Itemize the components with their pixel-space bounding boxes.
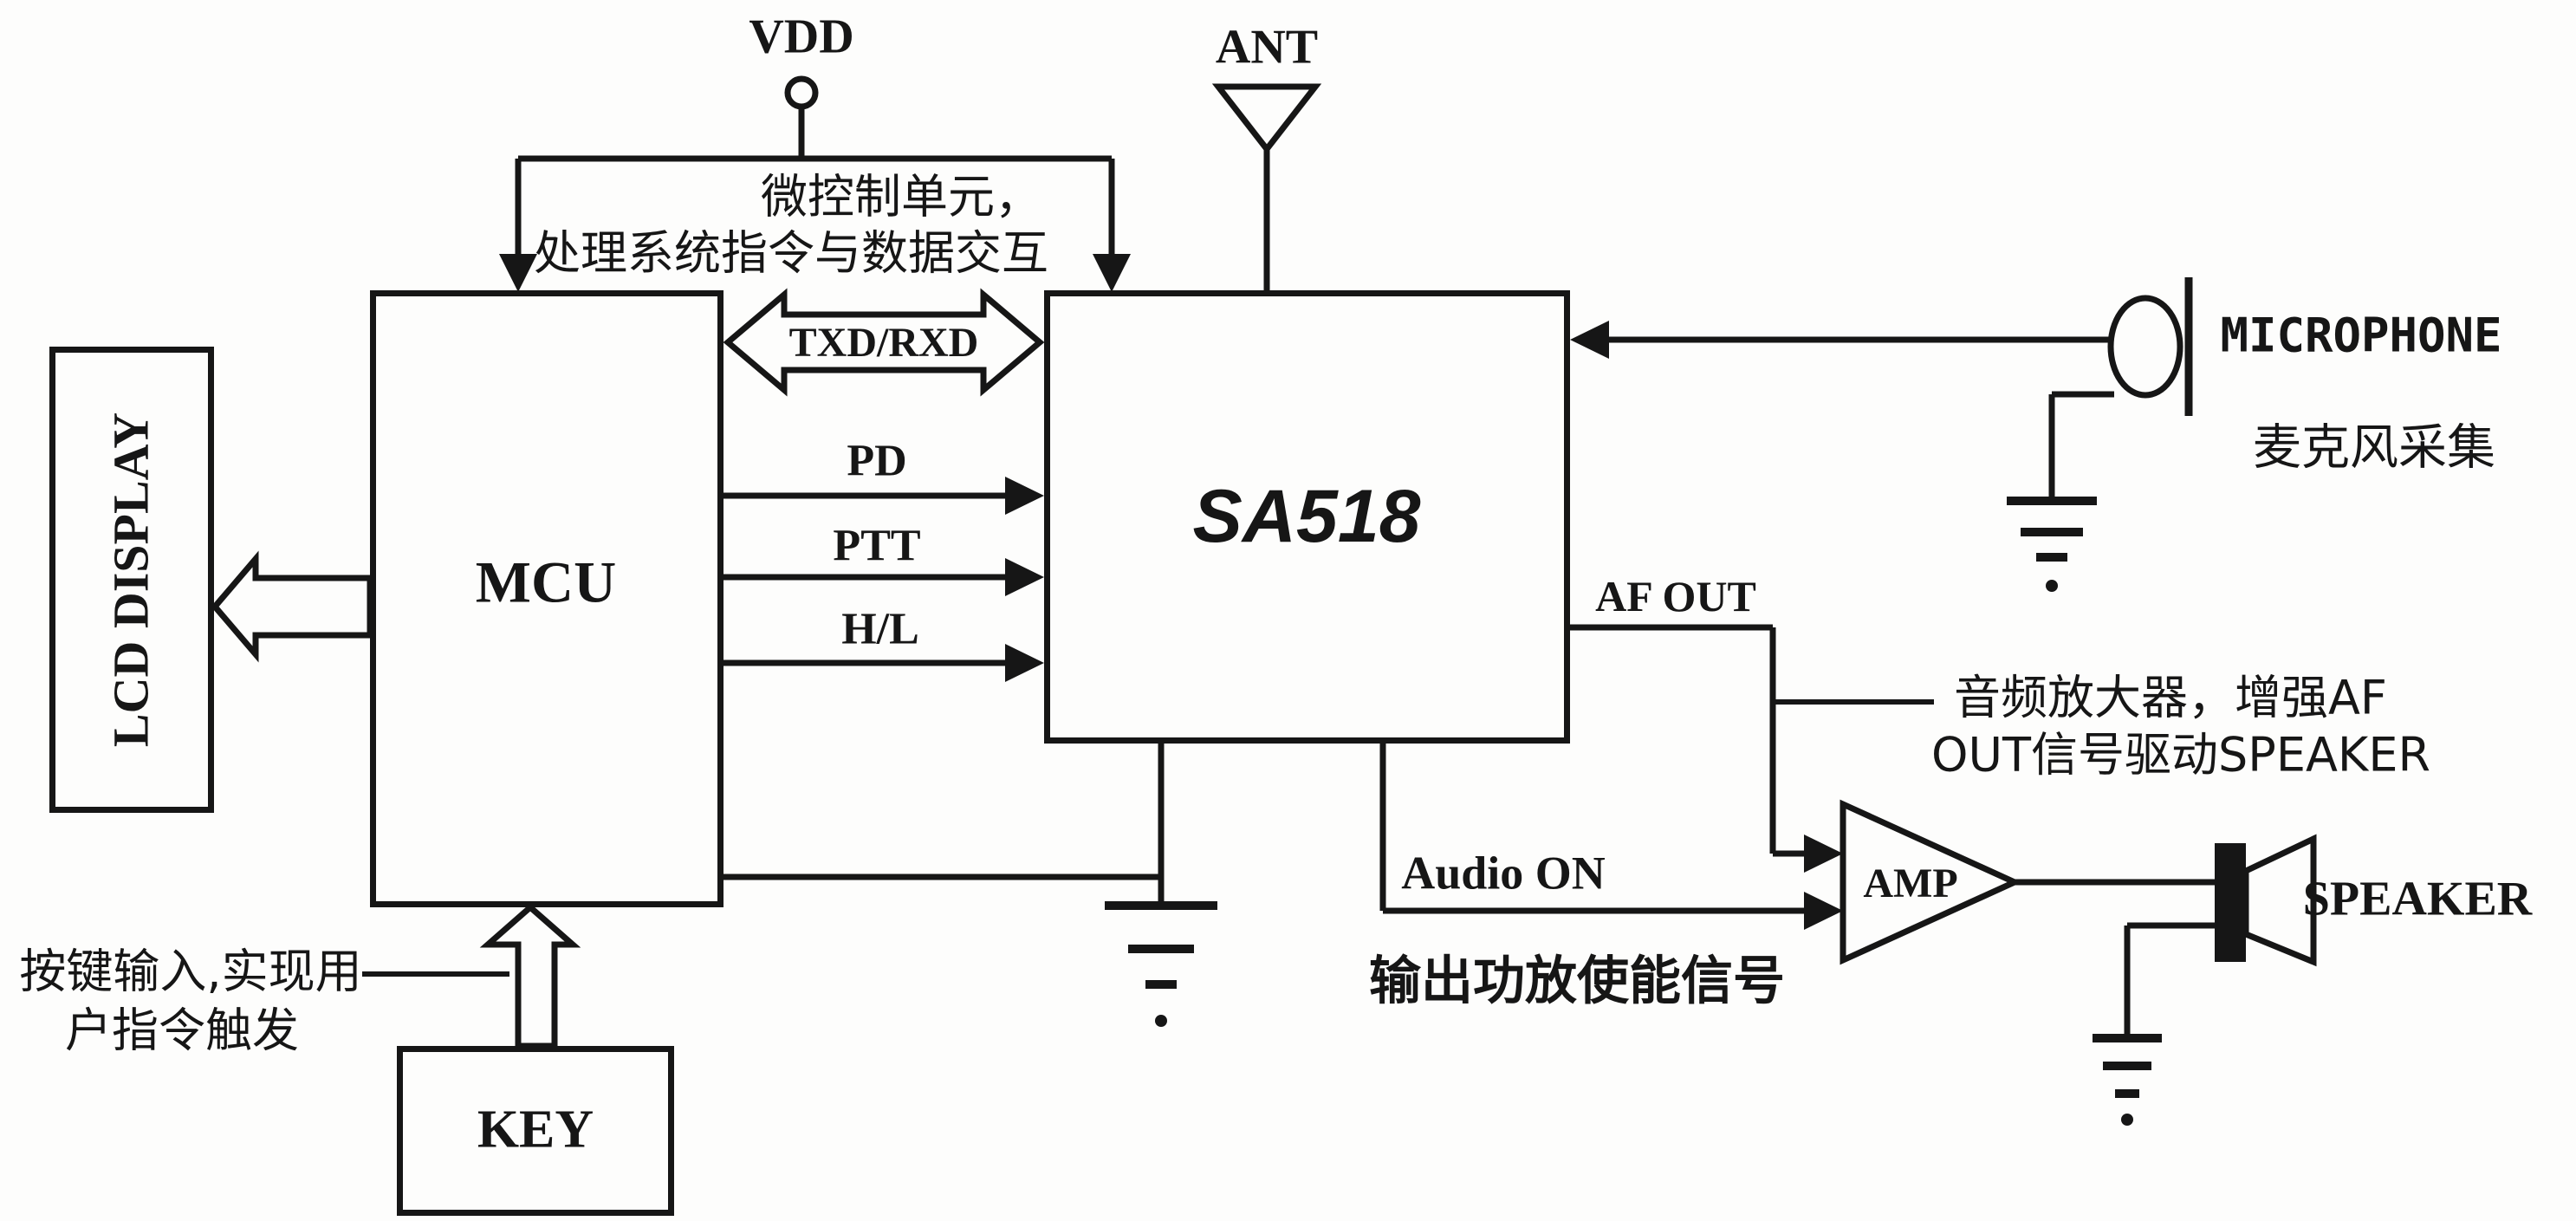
pd-label: PD bbox=[847, 436, 907, 486]
speaker-label: SPEAKER bbox=[2302, 872, 2533, 926]
lcd-display-block bbox=[49, 347, 214, 813]
mcu-note-line1: 微控制单元， bbox=[761, 169, 1041, 224]
amp-note-line1: 音频放大器，增强AF bbox=[1953, 670, 2388, 725]
key-block bbox=[397, 1046, 674, 1216]
vdd-terminal-icon bbox=[499, 75, 1131, 292]
key-label: KEY bbox=[477, 1100, 594, 1159]
mcu-block bbox=[370, 290, 723, 907]
txd-rxd-double-arrow bbox=[723, 288, 1045, 397]
mic-note: 麦克风采集 bbox=[2253, 419, 2495, 477]
microphone-label: MICROPHONE bbox=[2220, 308, 2502, 363]
vdd-label: VDD bbox=[749, 10, 854, 64]
key-arrow bbox=[479, 903, 581, 1049]
antenna-icon bbox=[1211, 83, 1322, 290]
key-note-line1: 按键输入,实现用 bbox=[19, 944, 362, 999]
audio-on-line bbox=[1379, 744, 1843, 930]
txd-rxd-label: TXD/RXD bbox=[788, 319, 979, 366]
ptt-label: PTT bbox=[833, 521, 921, 571]
microphone-icon bbox=[1570, 277, 2193, 592]
main-ground-icon bbox=[723, 744, 1217, 1027]
sa518-label: SA518 bbox=[1192, 474, 1421, 558]
ant-label: ANT bbox=[1215, 20, 1319, 75]
af-out-line bbox=[1570, 624, 1934, 873]
speaker-icon bbox=[2093, 834, 2317, 1126]
lcd-display-label: LCD DISPLAY bbox=[102, 412, 159, 748]
amp-triangle-icon bbox=[1840, 799, 2022, 965]
lcd-arrow bbox=[211, 550, 373, 663]
mcu-label: MCU bbox=[475, 549, 617, 615]
hl-label: H/L bbox=[841, 604, 919, 654]
mcu-note-line2: 处理系统指令与数据交互 bbox=[534, 225, 1048, 281]
control-lines bbox=[723, 477, 1044, 682]
amp-note-line2: OUT信号驱动SPEAKER bbox=[1931, 727, 2430, 783]
key-note-line2: 户指令触发 bbox=[65, 1003, 299, 1058]
audio-enable-note: 输出功放使能信号 bbox=[1369, 951, 1785, 1012]
audio-on-label: Audio ON bbox=[1401, 847, 1606, 900]
amp-label: AMP bbox=[1863, 860, 1958, 906]
af-out-label: AF OUT bbox=[1595, 571, 1756, 620]
sa518-block bbox=[1044, 290, 1570, 744]
